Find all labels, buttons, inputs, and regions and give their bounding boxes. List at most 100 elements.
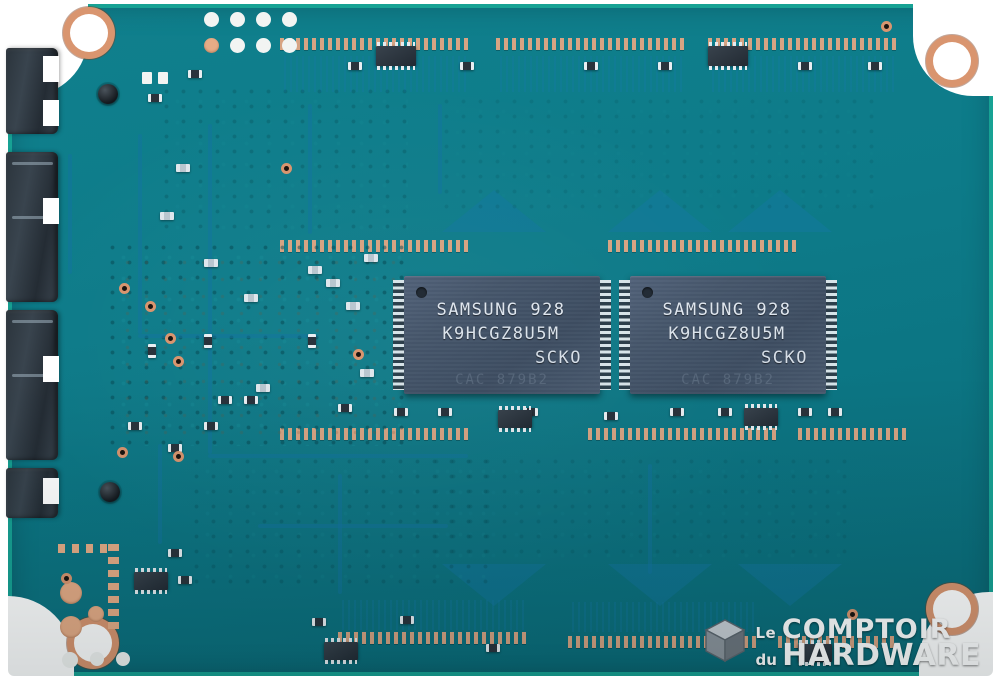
trace-horizontal-3 — [258, 524, 448, 528]
soic-chip-top-1 — [376, 42, 416, 70]
pad-row-mid-1 — [280, 240, 470, 252]
smd-resistor — [312, 618, 326, 626]
nand-flash-chip-right: SAMSUNG 928 K9HCGZ8U5M SCKO CAC 879B2 — [619, 276, 837, 394]
white-pad-2 — [90, 652, 104, 666]
via-copper — [884, 24, 889, 29]
via-copper — [64, 576, 69, 581]
white-pad-3 — [116, 652, 130, 666]
sata-power-connector-2 — [6, 310, 59, 460]
smd-resistor — [394, 408, 408, 416]
mounting-hole-top-right — [933, 42, 971, 80]
chip-marking-line-1: SAMSUNG 928 — [436, 300, 566, 320]
sata-connector-end — [6, 468, 59, 518]
smd-capacitor — [360, 369, 374, 377]
smd-resistor — [348, 62, 362, 70]
chip-pins-left — [393, 280, 404, 390]
smd-capacitor — [364, 254, 378, 262]
trace-fanout-3 — [728, 190, 832, 232]
test-pad-column — [108, 544, 119, 634]
smd-resistor — [828, 408, 842, 416]
pin-one-marker-icon — [416, 287, 427, 298]
pad-row-mid-2 — [608, 240, 798, 252]
via-field-upper-right — [438, 94, 878, 214]
pad-row-low-2 — [588, 428, 778, 440]
soic-chip-bottom-2 — [798, 640, 832, 666]
smd-resistor — [604, 412, 618, 420]
chip-ghost-marking: CAC 879B2 — [455, 372, 549, 388]
trace-bundle-bottom-1 — [342, 600, 524, 630]
chip-pins-left — [619, 280, 630, 390]
via-field-lower-right — [428, 454, 848, 564]
trace-vertical-7 — [648, 464, 652, 574]
smd-resistor — [218, 396, 232, 404]
via-copper — [148, 304, 153, 309]
via-copper — [176, 454, 181, 459]
trace-vertical-5 — [338, 474, 342, 594]
soic-chip-mid-2 — [744, 404, 778, 430]
soic-chip-bottom-1 — [324, 638, 358, 664]
chip-marking-line-2: K9HCGZ8U5M — [668, 324, 786, 345]
smd-capacitor — [256, 384, 270, 392]
smd-resistor — [400, 616, 414, 624]
smd-capacitor — [346, 302, 360, 310]
pad-row-low-3 — [798, 428, 908, 440]
chip-marking-line-2: K9HCGZ8U5M — [442, 324, 560, 345]
white-pad-1 — [62, 652, 78, 668]
smd-capacitor — [326, 279, 340, 287]
via-copper — [120, 450, 125, 455]
smd-resistor — [168, 444, 182, 452]
trace-horizontal-2 — [208, 454, 468, 458]
via-field-upper-left — [158, 84, 408, 234]
watermark-line2-small: du — [755, 651, 777, 670]
pad-row-top-1 — [280, 38, 470, 50]
trace-vertical-6 — [438, 104, 442, 194]
chip-marking-line-3: SCKO — [761, 348, 808, 369]
smd-resistor — [718, 408, 732, 416]
soic-chip-top-2 — [708, 42, 748, 70]
soic-chip-bottom-left — [134, 568, 168, 594]
watermark-line1-small: Le — [755, 623, 777, 642]
smd-resistor — [868, 62, 882, 70]
chip-marking-line-3: SCKO — [535, 348, 582, 369]
smd-resistor — [658, 62, 672, 70]
via-copper — [168, 336, 173, 341]
smd-resistor — [128, 422, 142, 430]
via-copper — [176, 359, 181, 364]
large-pad-2 — [60, 616, 82, 638]
smd-resistor — [204, 422, 218, 430]
trace-fanout-5 — [608, 564, 712, 606]
via-copper — [850, 612, 855, 617]
via-copper — [356, 352, 361, 357]
nand-flash-chip-left: SAMSUNG 928 K9HCGZ8U5M SCKO CAC 879B2 — [393, 276, 611, 394]
sata-power-connector — [6, 152, 59, 302]
white-pad-4 — [142, 72, 152, 84]
via-field-left — [104, 240, 404, 446]
smd-resistor — [460, 62, 474, 70]
smd-capacitor — [160, 212, 174, 220]
chip-pins-right — [826, 280, 837, 390]
trace-fanout-2 — [608, 190, 712, 232]
smd-resistor — [204, 334, 212, 348]
mounting-hole-bottom-right — [933, 590, 971, 628]
sata-data-connector — [6, 48, 59, 134]
capacitor-top-left — [98, 84, 118, 104]
via-field-left-copper — [118, 254, 398, 444]
white-pad-5 — [158, 72, 168, 84]
trace-vertical-4 — [68, 154, 72, 274]
via-field-lower-left — [188, 454, 488, 594]
trace-horizontal-1 — [138, 334, 318, 338]
chip-ghost-marking: CAC 879B2 — [681, 372, 775, 388]
pad-row-bottom-3 — [778, 636, 898, 648]
smd-capacitor — [244, 294, 258, 302]
pad-row-top-2 — [496, 38, 686, 50]
pad-row-top-3 — [708, 38, 898, 50]
smd-resistor — [188, 70, 202, 78]
smd-resistor — [670, 408, 684, 416]
smd-resistor — [486, 644, 500, 652]
trace-fanout-1 — [442, 190, 546, 232]
trace-vertical-2 — [208, 124, 212, 454]
smd-capacitor — [176, 164, 190, 172]
large-pad-1 — [60, 582, 82, 604]
trace-bundle-top-1 — [284, 56, 466, 92]
chip-marking-line-1: SAMSUNG 928 — [662, 300, 792, 320]
